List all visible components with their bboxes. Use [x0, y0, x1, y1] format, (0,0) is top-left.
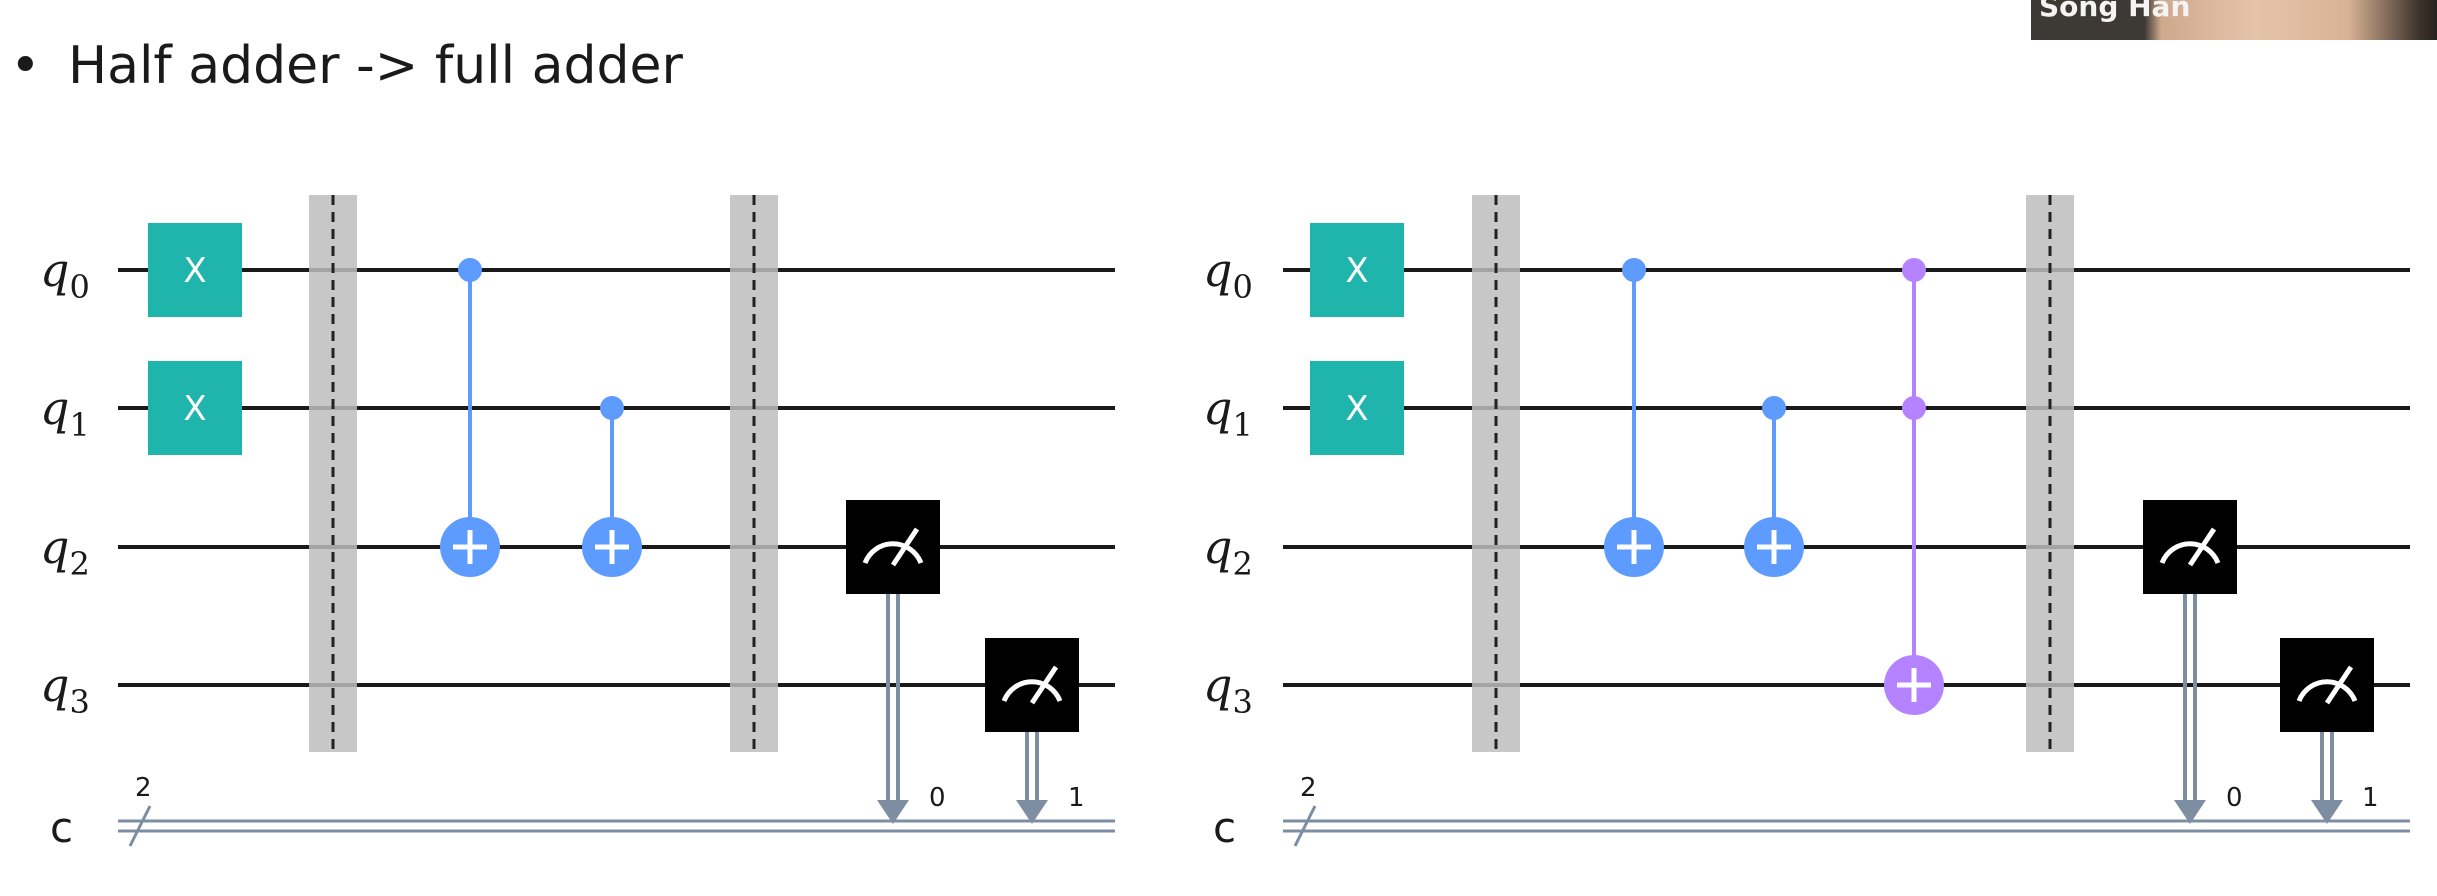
meter-icon	[2296, 679, 2358, 703]
speaker-name-label: Song Han	[2039, 0, 2191, 23]
classical-register-label: c	[50, 803, 73, 852]
clbit-label: 1	[2362, 783, 2379, 813]
meter-icon	[862, 541, 924, 565]
x-gate	[148, 361, 242, 455]
clbit-label: 1	[1068, 783, 1085, 813]
meter-needle	[890, 527, 920, 567]
qubit-label-q3: q3	[1203, 658, 1253, 721]
x-gate	[1310, 361, 1404, 455]
meter-needle	[1029, 665, 1059, 705]
x-gate-label: X	[1345, 389, 1368, 429]
x-gate-label: X	[183, 389, 206, 429]
register-width-slash	[1293, 805, 1317, 847]
register-width-label: 2	[135, 773, 152, 803]
measure-gate	[985, 638, 1079, 732]
register-width-label: 2	[1300, 773, 1317, 803]
x-gate	[1310, 223, 1404, 317]
clbit-label: 0	[2226, 783, 2243, 813]
meter-icon	[2159, 541, 2221, 565]
qubit-label-q2: q2	[1203, 520, 1253, 583]
measure-arrow	[2311, 800, 2343, 824]
control-dot	[1622, 258, 1646, 282]
speaker-webcam-thumbnail: Song Han	[2031, 0, 2437, 40]
control-dot	[1902, 258, 1926, 282]
measure-gate	[2143, 500, 2237, 594]
qubit-label-q0: q0	[40, 243, 90, 306]
control-dot	[1902, 396, 1926, 420]
measure-arrow	[877, 800, 909, 824]
bullet-point: •	[10, 36, 41, 96]
control-dot	[458, 258, 482, 282]
qubit-label-q2: q2	[40, 520, 90, 583]
qubit-label-q3: q3	[40, 658, 90, 721]
x-gate-label: X	[183, 251, 206, 291]
circuit-half-adder: q0 q1 q2 q3 c 2 X X 0 1	[40, 195, 1115, 852]
classical-register-label: c	[1213, 803, 1236, 852]
x-gate	[148, 223, 242, 317]
x-gate-label: X	[1345, 251, 1368, 291]
meter-needle	[2187, 527, 2217, 567]
measure-gate	[2280, 638, 2374, 732]
qubit-label-q1: q1	[1203, 381, 1253, 444]
clbit-label: 0	[929, 783, 946, 813]
slide-title-text: Half adder -> full adder	[68, 36, 683, 96]
meter-needle	[2324, 665, 2354, 705]
control-dot	[600, 396, 624, 420]
slide-title: • Half adder -> full adder	[10, 36, 683, 96]
register-width-slash	[128, 805, 152, 847]
circuit-full-adder: q0 q1 q2 q3 c 2 X X 0 1	[1203, 195, 2410, 852]
measure-arrow	[2174, 800, 2206, 824]
control-dot	[1762, 396, 1786, 420]
qubit-label-q0: q0	[1203, 243, 1253, 306]
measure-arrow	[1016, 800, 1048, 824]
measure-gate	[846, 500, 940, 594]
qubit-label-q1: q1	[40, 381, 90, 444]
meter-icon	[1001, 679, 1063, 703]
